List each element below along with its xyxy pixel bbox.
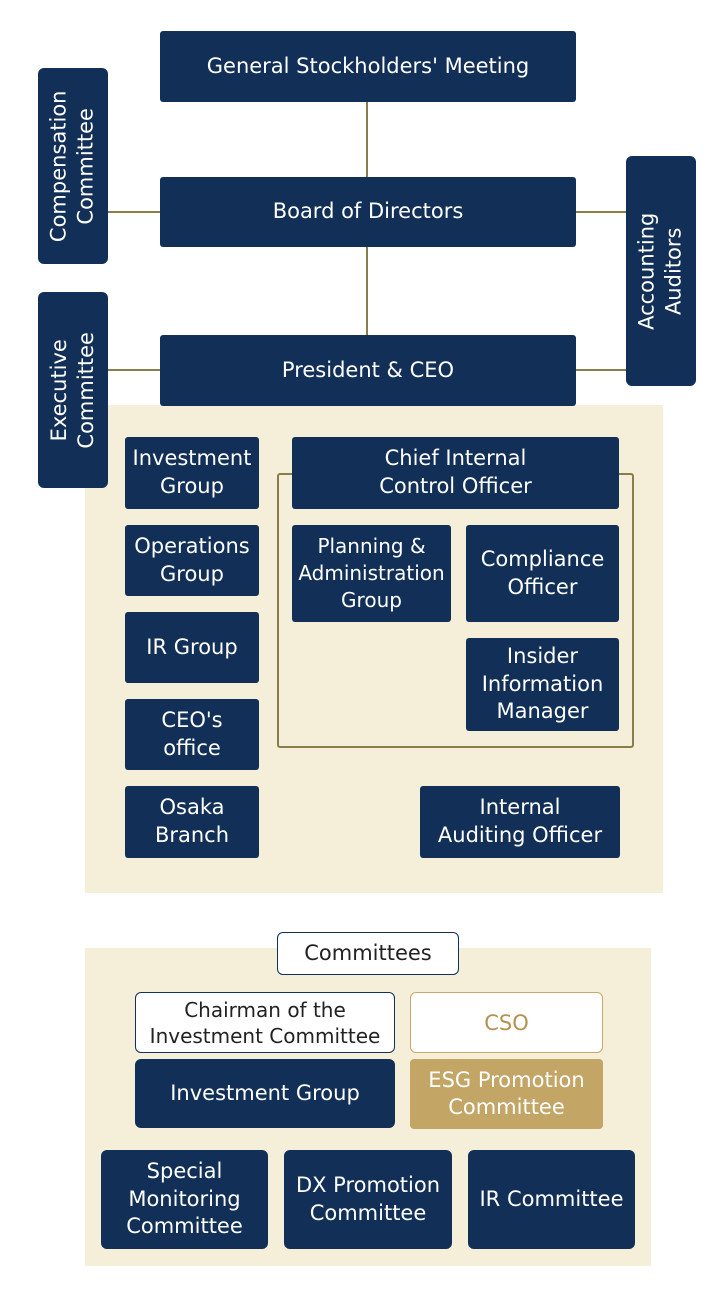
compensation-committee-label: Compensation Committee — [46, 90, 99, 242]
connector-stockholders-board — [366, 101, 368, 178]
ceo-office-box: CEO's office — [125, 699, 259, 770]
committee-investment-group-box: Investment Group — [135, 1059, 395, 1128]
committees-title: Committees — [277, 932, 459, 975]
cso-box: CSO — [410, 992, 603, 1053]
ir-group-box: IR Group — [125, 612, 259, 683]
connector-executive-president — [107, 369, 161, 371]
general-stockholders-meeting-box: General Stockholders' Meeting — [160, 31, 576, 102]
president-ceo-box: President & CEO — [160, 335, 576, 406]
investment-group-box: Investment Group — [125, 437, 259, 509]
compensation-committee-box: Compensation Committee — [38, 68, 108, 264]
chairman-investment-committee-box: Chairman of the Investment Committee — [135, 992, 395, 1053]
accounting-auditors-box: Accounting Auditors — [626, 156, 696, 386]
special-monitoring-committee-box: Special Monitoring Committee — [101, 1150, 268, 1249]
executive-committee-box: Executive Committee — [38, 292, 108, 488]
connector-board-accounting — [575, 211, 627, 213]
osaka-branch-box: Osaka Branch — [125, 786, 259, 858]
operations-group-box: Operations Group — [125, 525, 259, 596]
connector-board-president — [366, 246, 368, 336]
chief-internal-control-officer-box: Chief Internal Control Officer — [292, 437, 619, 509]
board-of-directors-box: Board of Directors — [160, 177, 576, 247]
ir-committee-box: IR Committee — [468, 1150, 635, 1249]
planning-administration-group-box: Planning & Administration Group — [292, 525, 451, 622]
executive-committee-label: Executive Committee — [46, 331, 99, 449]
accounting-auditors-label: Accounting Auditors — [634, 212, 687, 330]
connector-president-accounting — [575, 369, 627, 371]
dx-promotion-committee-box: DX Promotion Committee — [284, 1150, 452, 1249]
connector-compensation-board — [107, 211, 161, 213]
esg-promotion-committee-box: ESG Promotion Committee — [410, 1059, 603, 1129]
insider-information-manager-box: Insider Information Manager — [466, 638, 619, 731]
compliance-officer-box: Compliance Officer — [466, 525, 619, 622]
internal-auditing-officer-box: Internal Auditing Officer — [420, 786, 620, 858]
